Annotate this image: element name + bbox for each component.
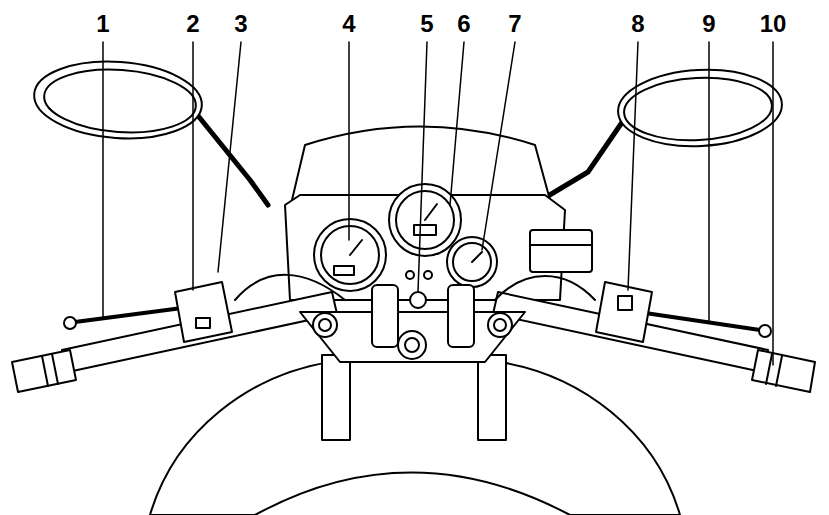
mirror-glass — [42, 65, 198, 137]
callout-number: 2 — [186, 10, 199, 38]
mirror-stalk — [195, 112, 268, 205]
cable — [495, 276, 595, 300]
switch — [196, 318, 210, 328]
tank-top — [255, 473, 570, 515]
leader-line — [348, 42, 350, 240]
leader-line — [482, 42, 515, 250]
callout-number: 4 — [342, 10, 355, 38]
bolt-head — [319, 319, 331, 331]
steering-nut-head — [405, 338, 419, 352]
mirror — [616, 66, 784, 150]
steering-nut — [398, 331, 426, 359]
mirror-stalk — [548, 118, 625, 196]
master-cylinder — [530, 230, 592, 272]
mirror-glass — [622, 74, 773, 144]
callout-number: 5 — [420, 10, 433, 38]
leader-line — [628, 42, 638, 290]
bar-clamp — [448, 285, 474, 347]
mirror — [32, 56, 205, 144]
display — [334, 266, 354, 275]
ignition-switch — [410, 292, 426, 308]
leader-line — [218, 42, 241, 272]
fork-tube — [478, 355, 506, 440]
callout-number: 9 — [702, 10, 715, 38]
switch — [618, 296, 632, 310]
needle — [350, 240, 362, 255]
leader-line — [772, 42, 774, 365]
grip-ridge — [766, 354, 782, 386]
callout-number: 7 — [508, 10, 521, 38]
indicator — [406, 271, 414, 279]
reservoir-line — [530, 244, 592, 246]
grip-ridge — [42, 354, 58, 386]
leader-line — [102, 42, 104, 318]
needle — [425, 204, 437, 220]
leader-line — [192, 42, 194, 290]
indicator — [424, 271, 432, 279]
grip — [752, 350, 815, 392]
switch-housing — [175, 282, 232, 342]
gauge-face — [453, 243, 491, 281]
leader-line — [418, 42, 427, 292]
cable — [235, 275, 345, 300]
needle — [472, 252, 482, 262]
lever-ball — [64, 317, 76, 329]
callout-number: 1 — [96, 10, 109, 38]
callout-number: 10 — [760, 10, 787, 38]
callout-number: 3 — [234, 10, 247, 38]
grip — [12, 350, 76, 392]
switch-housing — [596, 282, 652, 342]
gauge — [447, 237, 497, 287]
bar-clamp — [372, 285, 398, 347]
gauge-face — [396, 191, 454, 249]
lever-ball — [759, 325, 771, 337]
bolt — [488, 313, 512, 337]
leader-line — [450, 42, 464, 205]
bolt — [313, 313, 337, 337]
leader-lines — [103, 42, 773, 365]
fuel-tank — [150, 362, 680, 515]
callout-number: 6 — [457, 10, 470, 38]
callout-number: 8 — [631, 10, 644, 38]
triple-clamp — [300, 312, 525, 362]
fork-tube — [322, 355, 350, 440]
gauge — [314, 219, 386, 291]
display — [414, 225, 436, 235]
leader-line — [708, 42, 710, 322]
bolt-head — [494, 319, 506, 331]
gauge-face — [321, 226, 379, 284]
